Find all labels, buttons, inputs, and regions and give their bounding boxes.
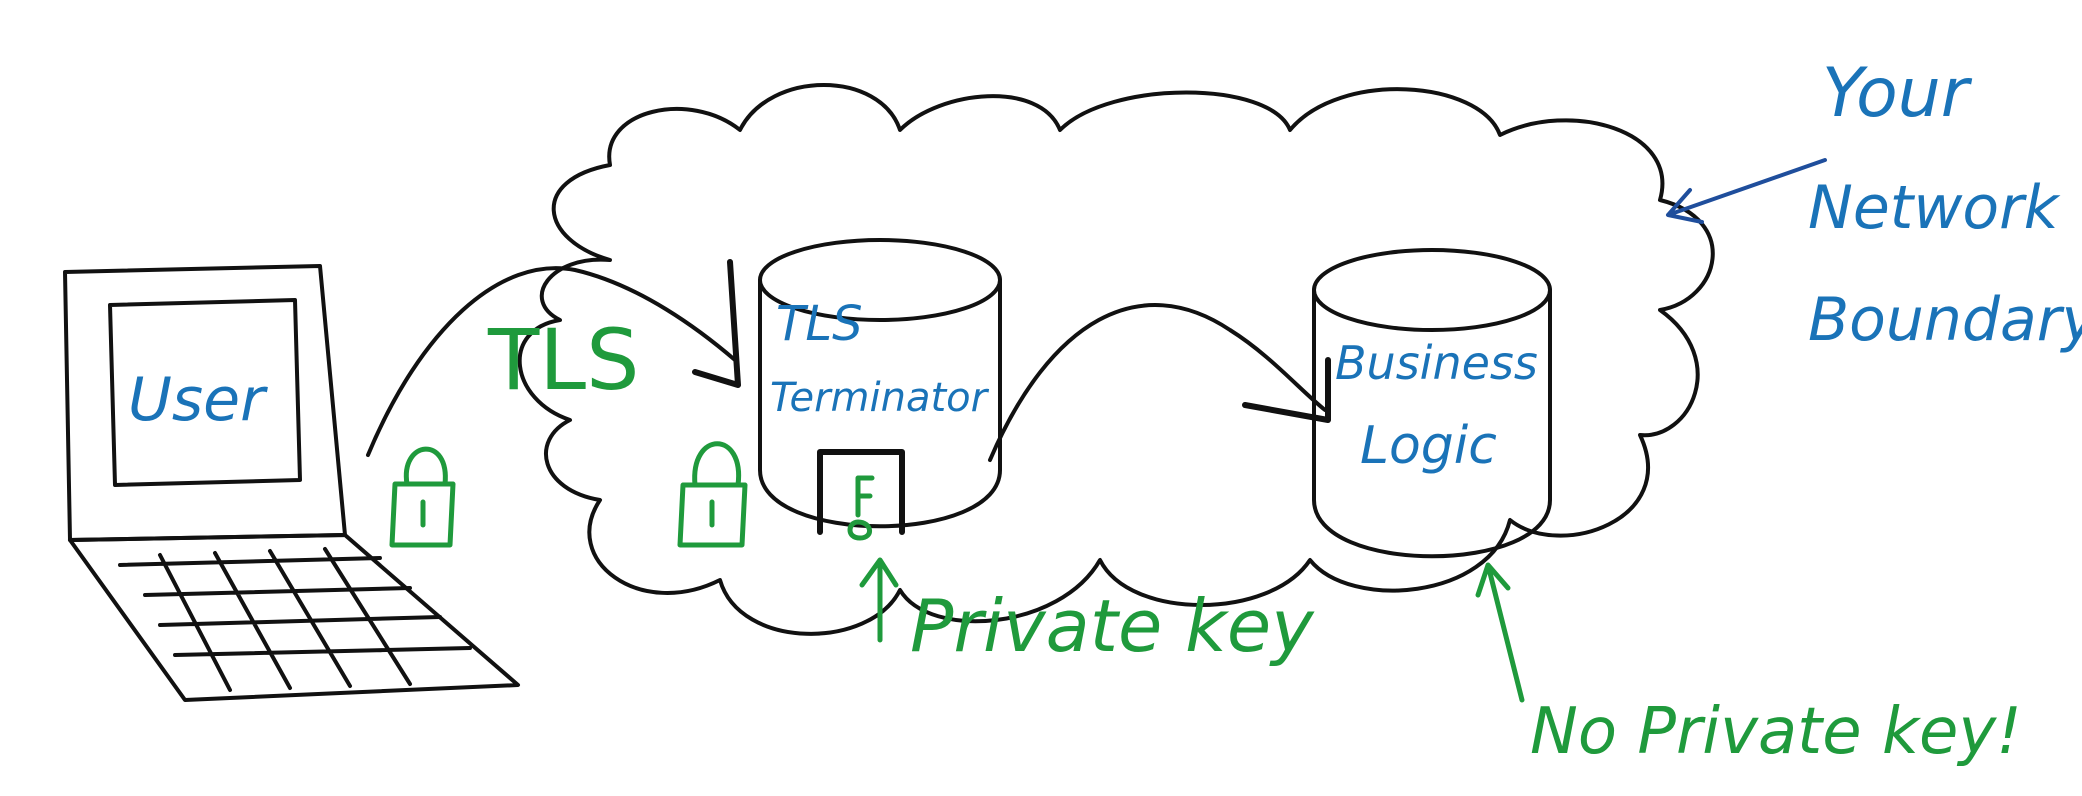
cylinder-body [1312,288,1552,559]
tls-connection-label: TLS [488,311,640,409]
padlock-body [389,481,456,548]
network-boundary-cloud [517,83,1715,636]
padlock-body [677,482,748,548]
laptop [63,264,520,702]
business-logic-label-line2: Logic [1360,416,1497,476]
network-boundary-label-line2: Network [1808,173,2059,243]
laptop-screen-inner [108,298,302,487]
arrowhead-terminator [692,259,741,388]
tls-terminator-cylinder [758,238,1002,541]
tls-terminator-label-line1: TLS [776,296,863,352]
padlock-icon [389,446,456,548]
key-door [817,449,905,535]
arrow-no-private-key [1475,562,1525,703]
padlock-shackle [403,446,448,487]
padlock-icon [677,441,748,548]
cylinder-body [758,278,1002,529]
tls-terminator-label-line2: Terminator [770,375,988,421]
business-logic-cylinder [1312,248,1552,559]
no-private-key-label: No Private key! [1530,695,2022,769]
network-boundary-label-line3: Boundary [1808,285,2082,355]
arrow-network-boundary [1666,158,1827,224]
key-icon [847,475,875,541]
laptop-keyboard [118,547,472,692]
padlock-shackle [692,441,742,488]
user-label: User [128,365,265,435]
arrow-private-key [859,557,899,643]
business-logic-label-line1: Business [1335,336,1538,390]
connection-terminator-to-logic [988,303,1327,462]
connection-user-to-terminator [366,266,737,457]
private-key-label: Private key [910,584,1314,668]
laptop-base [68,533,520,702]
cylinder-top [1312,248,1552,332]
network-boundary-label-line1: Your [1822,54,1969,133]
